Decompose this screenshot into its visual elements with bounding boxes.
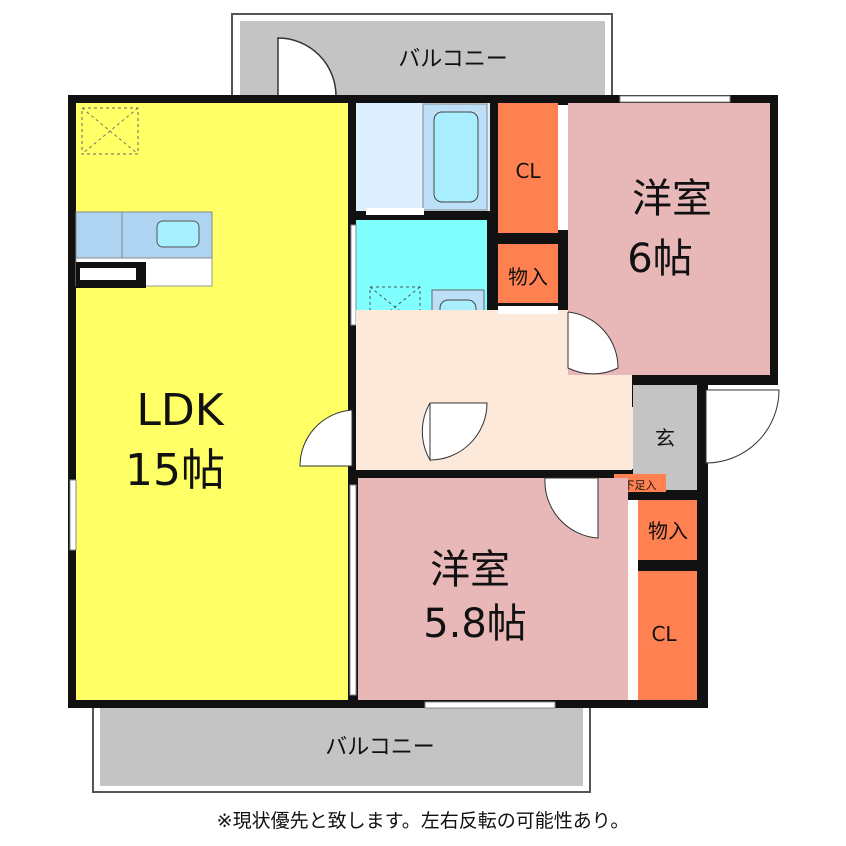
shoe-storage-label: 下足入 [624, 479, 657, 492]
room58-name: 洋室 [430, 547, 510, 593]
room-western-58: 洋室 5.8帖 [349, 477, 638, 709]
room6-size: 6帖 [627, 236, 692, 282]
storage-bottom-label: 物入 [648, 519, 688, 543]
window-icon [619, 95, 731, 103]
entrance-label: 玄 [655, 426, 675, 450]
room58-door-icon[interactable] [544, 477, 599, 539]
room6-door-icon[interactable] [567, 311, 619, 375]
balcony-bottom: バルコニー [92, 705, 591, 793]
balcony-bottom-label: バルコニー [325, 735, 435, 760]
front-door-icon[interactable] [705, 389, 780, 464]
window-icon [424, 701, 556, 709]
footer-note: ※現状優先と致します。左右反転の可能性あり。 [217, 810, 630, 832]
sink-icon [156, 220, 200, 248]
room-western-6: 洋室 6帖 [567, 95, 770, 375]
bathtub-icon [433, 111, 479, 203]
ldk-door-icon[interactable] [299, 409, 353, 467]
closet-top: CL [498, 103, 568, 233]
room6-name: 洋室 [632, 176, 712, 222]
toilet-door-icon[interactable] [421, 402, 488, 462]
kitchen-counter-icon [75, 211, 123, 259]
balcony-top: バルコニー [231, 13, 613, 101]
bathroom [356, 103, 490, 215]
window-icon [69, 479, 77, 551]
storage-bottom: 物入 [638, 500, 697, 560]
closet-top-label: CL [515, 159, 541, 183]
storage-top: 物入 [498, 244, 558, 314]
closet-bottom-label: CL [651, 622, 677, 646]
balcony-door-icon[interactable] [277, 37, 337, 98]
storage-top-label: 物入 [508, 265, 548, 289]
entrance: 玄 下足入 [614, 385, 780, 492]
skylight-icon [81, 107, 139, 155]
closet-bottom: CL [638, 571, 697, 700]
ldk-name: LDK [136, 385, 224, 436]
room-ldk: LDK 15帖 [69, 103, 348, 700]
balcony-top-label: バルコニー [398, 47, 508, 72]
room58-size: 5.8帖 [423, 601, 527, 647]
ldk-size: 15帖 [125, 445, 225, 496]
